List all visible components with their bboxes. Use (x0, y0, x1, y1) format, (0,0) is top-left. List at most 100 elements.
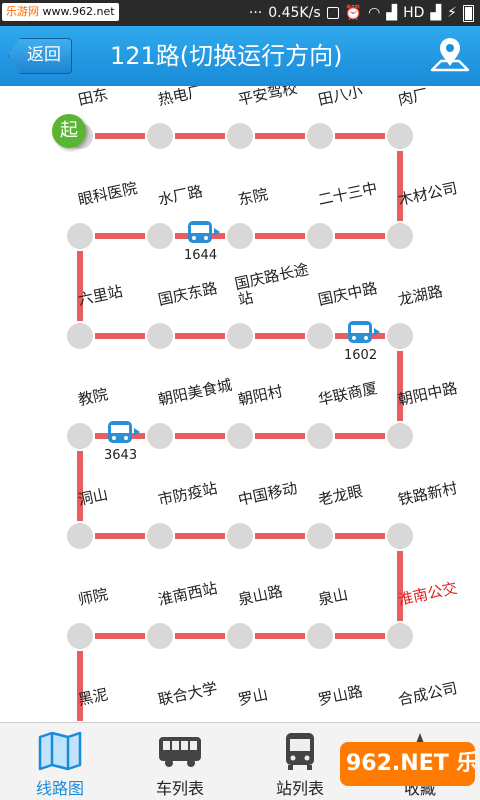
route-segment (175, 433, 225, 439)
site-logo: 962.NET 乐游网 (340, 742, 475, 786)
tab-stop-list[interactable]: 站列表 (240, 723, 360, 800)
stop-label[interactable]: 淮南公交 (396, 578, 459, 609)
more-dots-icon: ··· (248, 5, 263, 21)
stop-label[interactable]: 平安驾校 (236, 86, 299, 109)
route-segment (95, 533, 145, 539)
stop-marker[interactable] (67, 223, 93, 249)
route-segment (255, 633, 305, 639)
stop-marker[interactable] (227, 223, 253, 249)
stop-label[interactable]: 国庆中路 (316, 278, 379, 309)
stop-marker[interactable] (227, 623, 253, 649)
status-bar: 乐游网 www.962.net ··· 0.45K/s ⏰ ◠ ▟ HD ▟ ⚡ (0, 0, 480, 26)
map-pin-icon[interactable] (428, 34, 472, 78)
stop-label[interactable]: 六里站 (76, 282, 125, 309)
bus-id: 1644 (184, 248, 218, 263)
stop-marker[interactable] (227, 423, 253, 449)
stop-label[interactable]: 中国移动 (236, 478, 299, 509)
stop-label[interactable]: 田八小 (316, 86, 365, 109)
stop-label[interactable]: 国庆路长途站 (233, 260, 311, 309)
stop-marker[interactable] (307, 123, 333, 149)
stop-marker[interactable] (67, 523, 93, 549)
route-segment (175, 533, 225, 539)
route-segment (255, 233, 305, 239)
stop-label[interactable]: 铁路新村 (396, 478, 459, 509)
stop-label[interactable]: 泉山路 (236, 582, 285, 609)
stop-marker[interactable] (307, 323, 333, 349)
wifi-icon: ◠ (368, 5, 381, 21)
route-segment (77, 251, 83, 321)
stop-marker[interactable] (387, 123, 413, 149)
stop-label[interactable]: 肉厂 (396, 86, 430, 109)
stop-label[interactable]: 木材公司 (396, 178, 459, 209)
stop-marker[interactable] (387, 223, 413, 249)
stop-marker[interactable] (387, 323, 413, 349)
stop-marker[interactable] (307, 623, 333, 649)
route-segment (335, 233, 385, 239)
battery-icon (463, 4, 474, 22)
stop-label[interactable]: 眼科医院 (76, 178, 139, 209)
stop-label[interactable]: 洞山 (76, 485, 110, 509)
stop-marker[interactable] (147, 123, 173, 149)
stop-marker[interactable] (227, 323, 253, 349)
stop-label[interactable]: 师院 (76, 585, 110, 609)
stop-label[interactable]: 泉山 (316, 585, 350, 609)
stop-label[interactable]: 黑泥 (76, 685, 110, 709)
stop-label[interactable]: 老龙眼 (316, 482, 365, 509)
stop-label[interactable]: 二十三中 (316, 178, 379, 209)
stop-label[interactable]: 东院 (236, 185, 270, 209)
stop-label[interactable]: 热电厂 (156, 86, 205, 109)
tab-route-map[interactable]: 线路图 (0, 723, 120, 800)
stop-label[interactable]: 朝阳村 (236, 382, 285, 409)
stop-marker[interactable] (147, 423, 173, 449)
stop-marker[interactable] (307, 523, 333, 549)
bus-marker-icon[interactable] (340, 318, 380, 348)
bus-marker-icon[interactable] (180, 218, 220, 248)
stop-marker[interactable] (67, 623, 93, 649)
stop-label[interactable]: 教院 (76, 385, 110, 409)
route-segment (77, 651, 83, 721)
route-segment (335, 533, 385, 539)
bus-marker-icon[interactable] (100, 418, 140, 448)
stop-label[interactable]: 华联商厦 (316, 378, 379, 409)
tab-bus-list[interactable]: 车列表 (120, 723, 240, 800)
watermark-url: www.962.net (42, 5, 115, 18)
stop-marker[interactable] (67, 323, 93, 349)
stop-marker[interactable] (307, 423, 333, 449)
stop-label[interactable]: 田东 (76, 86, 110, 109)
stop-label[interactable]: 罗山路 (316, 682, 365, 709)
stop-marker[interactable] (147, 223, 173, 249)
route-segment (255, 333, 305, 339)
route-segment (335, 433, 385, 439)
route-segment (95, 233, 145, 239)
stop-label[interactable]: 罗山 (236, 685, 270, 709)
route-segment (77, 451, 83, 521)
stop-label[interactable]: 市防疫站 (156, 478, 219, 509)
route-segment (175, 333, 225, 339)
net-speed: 0.45K/s (268, 5, 321, 21)
stop-label[interactable]: 朝阳中路 (396, 378, 459, 409)
stop-marker[interactable] (387, 523, 413, 549)
stop-marker[interactable] (387, 423, 413, 449)
stop-marker[interactable] (387, 623, 413, 649)
route-segment (397, 551, 403, 621)
stop-marker[interactable] (227, 123, 253, 149)
stop-label[interactable]: 淮南西站 (156, 578, 219, 609)
stop-marker[interactable] (147, 523, 173, 549)
route-segment (95, 133, 145, 139)
stop-label[interactable]: 朝阳美食城 (156, 375, 234, 409)
back-button[interactable]: 返回 (8, 38, 72, 74)
bus-icon (159, 737, 201, 767)
stop-label[interactable]: 联合大学 (156, 678, 219, 709)
stop-marker[interactable] (147, 623, 173, 649)
stop-marker[interactable] (147, 323, 173, 349)
tab-label: 线路图 (35, 779, 84, 798)
page-title[interactable]: 121路(切换运行方向) (110, 42, 343, 70)
route-segment (95, 333, 145, 339)
stop-marker[interactable] (227, 523, 253, 549)
stop-label[interactable]: 水厂路 (156, 182, 205, 209)
stop-label[interactable]: 国庆东路 (156, 278, 219, 309)
stop-label[interactable]: 龙湖路 (396, 282, 445, 309)
stop-marker[interactable] (67, 423, 93, 449)
stop-label[interactable]: 合成公司 (396, 678, 459, 709)
stop-marker[interactable] (307, 223, 333, 249)
